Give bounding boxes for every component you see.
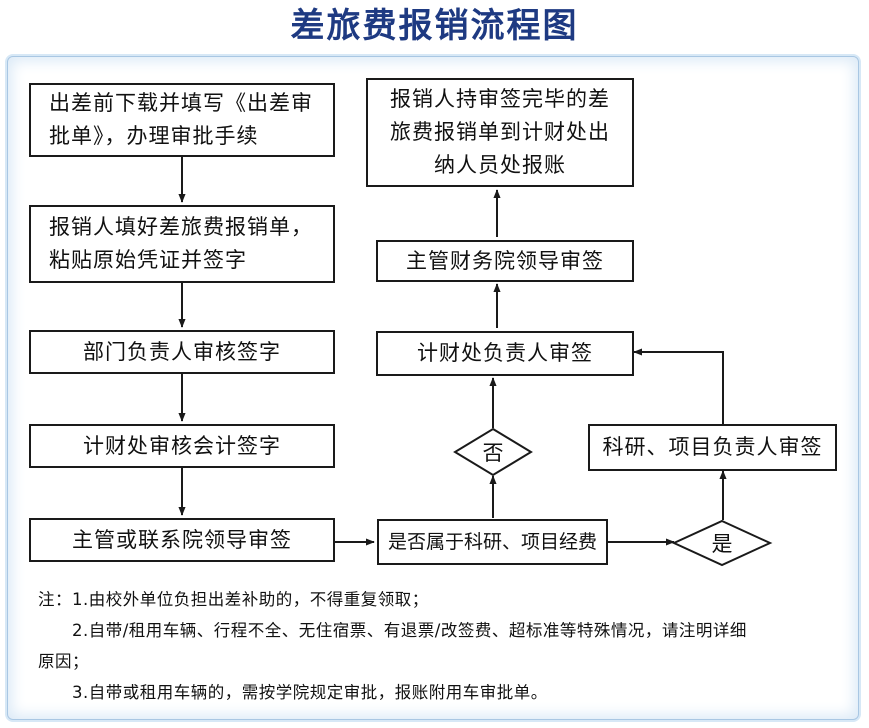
decision-no-label: 否 [482,441,504,465]
step-is-research-label: 是否属于科研、项目经费 [387,530,597,553]
step-is-research: 是否属于科研、项目经费 [377,519,608,565]
step-finance-leader: 主管财务院领导审签 [376,240,634,282]
step-download-form-label: 出差前下载并填写《出差审批单》，办理审批手续 [49,91,313,148]
step-finance-review-label: 计财处审核会计签字 [83,433,281,458]
step-leader-sign: 主管或联系院领导审签 [29,518,335,562]
page-title: 差旅费报销流程图 [290,6,579,46]
step-dept-head-label: 部门负责人审核签字 [83,339,281,364]
step-finance-head-label: 计财处负责人审签 [417,341,593,365]
decision-yes-diamond [671,519,773,567]
note-line-2: 2.自带/租用车辆、行程不全、无住宿票、有退票/改签费、超标准等特殊情况，请注明… [72,621,747,640]
step-finance-leader-label: 主管财务院领导审签 [406,248,604,273]
note-line-4: 3.自带或租用车辆的，需按学院规定审批，报账附用车审批单。 [72,683,548,702]
decision-no-diamond [453,427,533,477]
step-finance-head: 计财处负责人审签 [376,331,634,376]
step-project-head: 科研、项目负责人审签 [588,424,837,471]
note-line-3: 原因； [38,652,89,671]
arrow-project-to-finance-head [633,348,724,424]
step-fill-form: 报销人填好差旅费报销单，粘贴原始凭证并签字 [29,205,335,283]
step-fill-form-label: 报销人填好差旅费报销单，粘贴原始凭证并签字 [49,215,313,272]
decision-yes-label: 是 [711,532,733,556]
step-project-head-label: 科研、项目负责人审签 [602,435,823,459]
step-dept-head: 部门负责人审核签字 [29,330,335,374]
step-finance-review: 计财处审核会计签字 [29,424,335,468]
note-line-1: 注：1.由校外单位负担出差补助的，不得重复领取； [38,590,429,609]
step-cashier: 报销人持审签完毕的差旅费报销单到计财处出纳人员处报账 [366,78,634,187]
step-download-form: 出差前下载并填写《出差审批单》，办理审批手续 [29,83,335,157]
notes-section: 注：1.由校外单位负担出差补助的，不得重复领取； 2.自带/租用车辆、行程不全、… [38,584,838,708]
step-cashier-label: 报销人持审签完毕的差旅费报销单到计财处出纳人员处报账 [390,87,610,177]
step-leader-sign-label: 主管或联系院领导审签 [72,527,292,552]
